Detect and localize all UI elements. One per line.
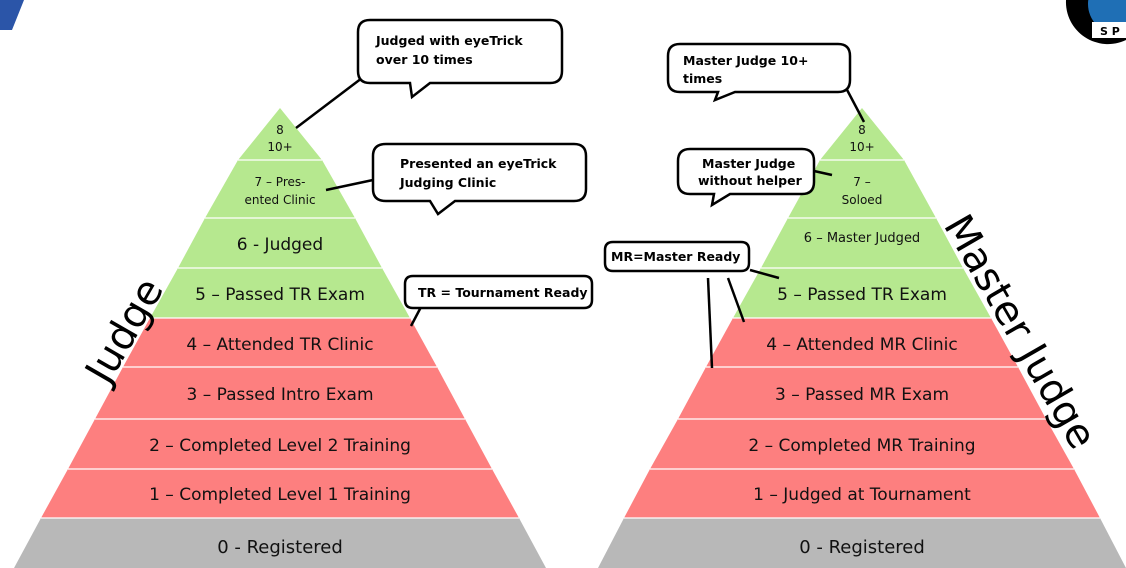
master-tier-1 [624,469,1100,518]
callout-connectors [295,77,866,369]
judge-level-2-label: 2 – Completed Level 2 Training [149,436,411,456]
judge-level-5-label: 5 – Passed TR Exam [195,285,365,305]
connector-mr-2 [726,277,746,323]
master-tier-6 [761,218,963,268]
callout-master-10-shape [666,42,852,103]
connector-presented-clinic [325,178,374,192]
judge-tier-8 [238,108,322,160]
master-tier-2 [650,419,1074,469]
callout-master-10: Master Judge 10+ times [666,42,852,103]
callout-master-10-line2: times [683,71,722,86]
judge-tier-7 [205,160,355,218]
judge-tier-4 [123,318,437,367]
judge-tier-0 [14,518,546,568]
callout-presented-clinic-line2: Judging Clinic [399,175,496,190]
judge-tier-6 [178,218,382,268]
connector-tr [409,306,423,327]
callout-without-helper-line2: without helper [698,173,803,188]
callout-tr-text: TR = Tournament Ready [418,285,588,300]
connector-judged-10 [295,77,363,129]
callout-tr-shape [403,274,594,310]
master-tier-0 [598,518,1126,568]
callout-presented-clinic-shape [371,142,588,216]
master-level-8-label-line2: 10+ [849,140,874,154]
connector-without-helper [813,169,833,177]
judge-level-7-label-line2: ented Clinic [244,193,315,207]
callout-tr: TR = Tournament Ready [403,274,594,310]
judge-level-6-label: 6 - Judged [237,235,323,255]
callout-without-helper: Master Judge without helper [676,147,816,208]
master-tier-4 [706,318,1018,367]
judge-level-1-label: 1 – Completed Level 1 Training [149,485,411,505]
judge-level-8-label-line2: 10+ [267,140,292,154]
master-tier-dividers [624,159,1100,519]
logo-band [1092,22,1126,38]
connector-master-10 [843,85,866,123]
judge-tier-1 [41,469,519,518]
master-level-1-label: 1 – Judged at Tournament [753,485,971,505]
master-level-7-label: 7 – [853,175,870,189]
master-tier-5 [733,268,991,318]
callout-without-helper-shape [676,147,816,208]
callout-mr-text: MR=Master Ready [611,249,740,264]
callout-judged-10-line2: over 10 times [376,52,473,67]
callout-judged-10: Judged with eyeTrick over 10 times [356,18,564,100]
callout-judged-10-shape [356,18,564,100]
callout-without-helper-line1: Master Judge [702,156,795,171]
callout-mr: MR=Master Ready [603,240,751,273]
master-level-3-label: 3 – Passed MR Exam [775,385,949,405]
master-tier-3 [678,367,1046,419]
judge-level-7-label: 7 – Pres- [255,175,306,189]
logo: S P [1065,0,1126,45]
master-level-8-label: 8 [858,123,866,137]
judge-tier-2 [68,419,492,469]
callout-master-10-line1: Master Judge 10+ [683,53,808,68]
judge-tier-5 [150,268,410,318]
master-level-0-label: 0 - Registered [799,537,925,558]
judge-level-0-label: 0 - Registered [217,537,343,558]
callout-judged-10-line1: Judged with eyeTrick [375,33,523,48]
master-level-2-label: 2 – Completed MR Training [748,436,975,456]
master-level-4-label: 4 – Attended MR Clinic [766,335,958,355]
judge-tier-dividers [41,159,519,519]
logo-text: S P [1100,25,1120,38]
master-tier-8 [820,108,904,160]
master-level-6-label: 6 – Master Judged [804,231,920,246]
judge-level-3-label: 3 – Passed Intro Exam [186,385,373,405]
judge-pyramid: 0 - Registered 1 – Completed Level 1 Tra… [14,108,546,568]
master-level-7-label-line2: Soloed [842,193,883,207]
judge-level-4-label: 4 – Attended TR Clinic [186,335,373,355]
judge-tier-3 [95,367,465,419]
callout-mr-shape [603,240,751,273]
callout-presented-clinic: Presented an eyeTrick Judging Clinic [371,142,588,216]
master-level-5-label: 5 – Passed TR Exam [777,285,947,305]
connector-mr-3 [749,268,780,280]
connector-mr-1 [706,277,714,369]
corner-slash-decoration [0,0,24,30]
judge-level-8-label: 8 [276,123,284,137]
callout-presented-clinic-line1: Presented an eyeTrick [400,156,557,171]
